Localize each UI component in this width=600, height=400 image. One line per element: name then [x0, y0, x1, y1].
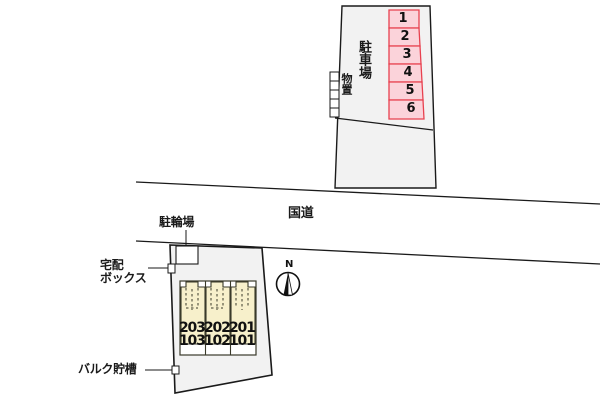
bicycle-parking-marker — [175, 245, 199, 265]
parking-stall-5-number: 5 — [405, 83, 415, 98]
unit-number-103: 103 — [179, 333, 206, 349]
building-interior-dashed-lines — [185, 288, 249, 310]
unit-number-203: 203 — [179, 320, 206, 336]
unit-number-101: 101 — [229, 333, 256, 349]
parking-stall-3-number: 3 — [402, 47, 412, 62]
parking-stall-2-number: 2 — [400, 29, 410, 44]
building-units — [180, 281, 256, 345]
bulk-tank-marker — [171, 365, 180, 375]
parking-stall-group — [388, 9, 425, 120]
building-unit-separators — [204, 281, 232, 355]
road-label: 国道 — [288, 206, 314, 221]
upper-plot-divider — [334, 117, 434, 131]
parking-stall-1-number: 1 — [398, 11, 408, 26]
road-lower-boundary-line — [135, 240, 600, 265]
unit-number-201: 201 — [229, 320, 256, 336]
parking-stall-4-number: 4 — [403, 65, 413, 80]
parking-stall-6-number: 6 — [406, 101, 416, 116]
unit-number-102: 102 — [204, 333, 231, 349]
parking-lot-label: 駐車場 — [356, 40, 371, 79]
delivery-box-label: 宅配 ボックス — [100, 258, 147, 286]
storage-shed-label: 物置 — [340, 73, 353, 95]
bicycle-parking-label: 駐輪場 — [159, 215, 195, 229]
road-upper-boundary-line — [135, 181, 600, 205]
compass-north-label: N — [285, 259, 294, 270]
unit-number-202: 202 — [204, 320, 231, 336]
parking-stall-6[interactable] — [388, 99, 425, 120]
delivery-box-marker — [167, 263, 176, 274]
bulk-tank-label: バルク貯槽 — [78, 362, 137, 376]
compass-rose-icon — [275, 271, 301, 297]
storage-shed-cells — [329, 71, 340, 118]
